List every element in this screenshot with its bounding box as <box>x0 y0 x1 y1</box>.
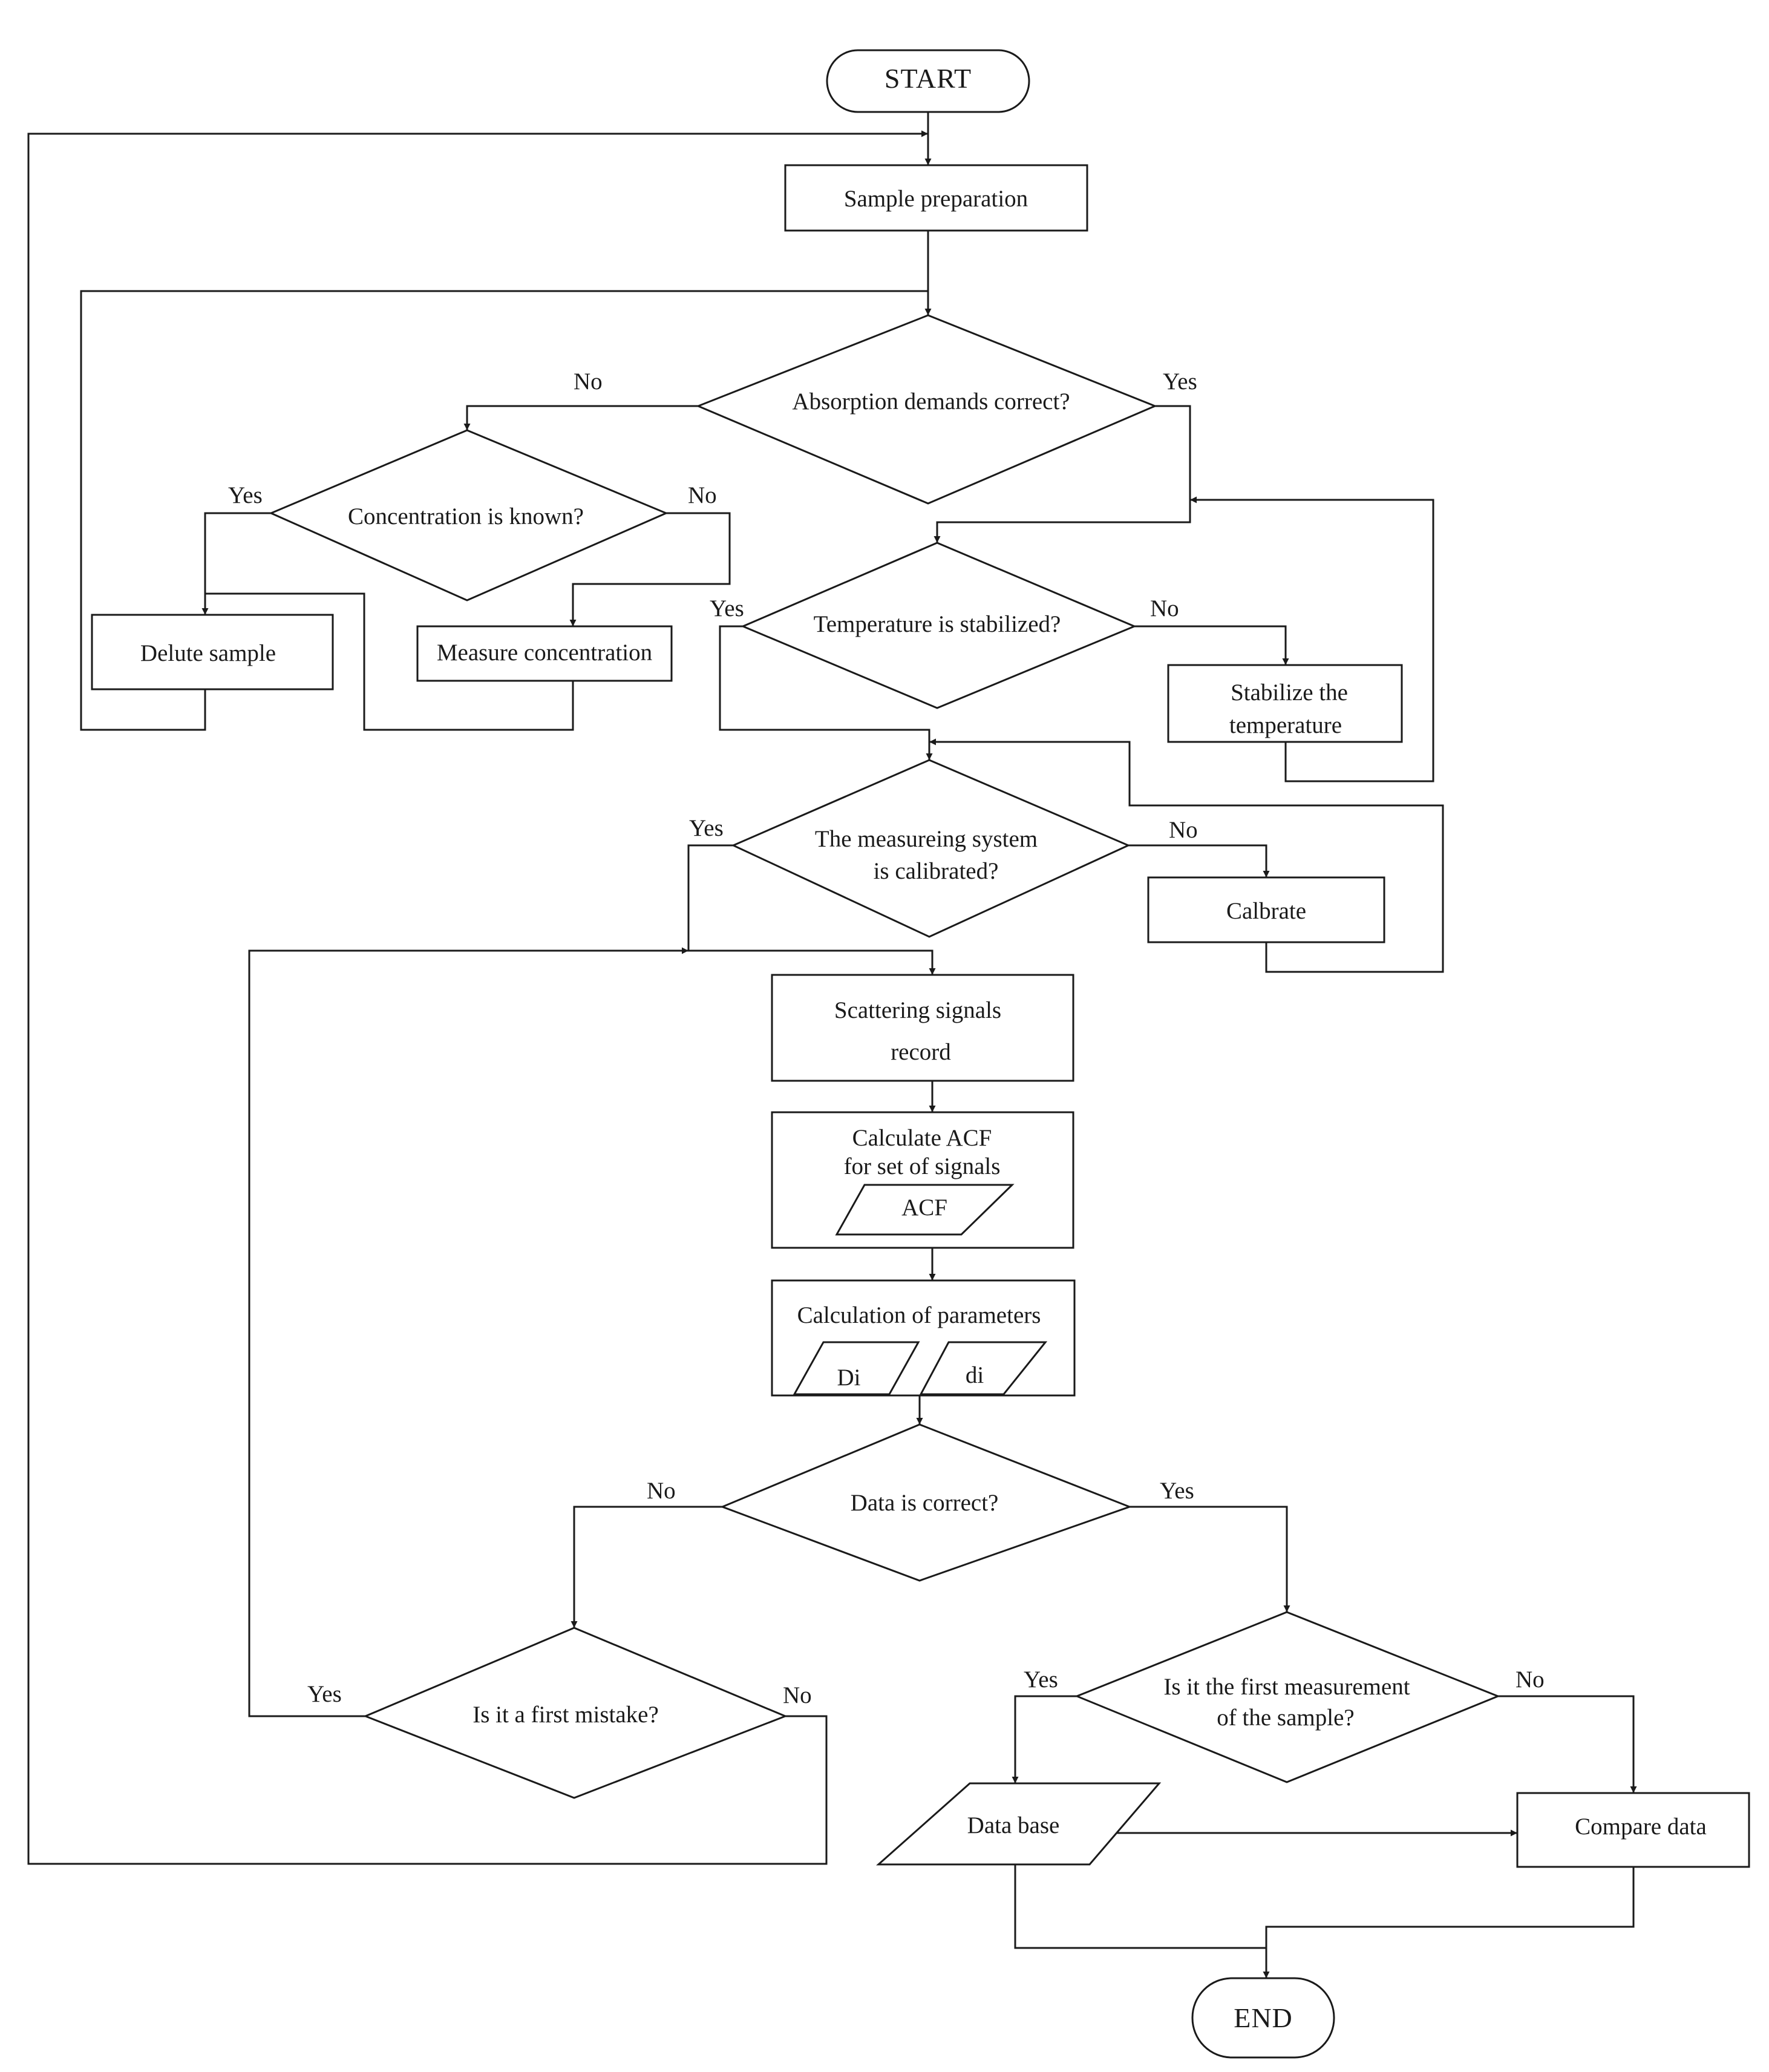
mistake-no-label: No <box>783 1682 812 1708</box>
di-upper-output <box>793 1341 920 1395</box>
measure-concentration-label: Measure concentration <box>437 640 652 666</box>
calibrated-label-line-2: is calibrated? <box>874 858 999 884</box>
absorption-yes-label: Yes <box>1163 369 1197 395</box>
stabilize-temperature-box: Stabilize the temperature <box>1167 664 1403 743</box>
first-meas-yes-label: Yes <box>1024 1667 1058 1693</box>
stabilize-label-line-2: temperature <box>1229 712 1342 738</box>
calibrated-yes-label: Yes <box>689 815 724 841</box>
first-measurement-label-line-1: Is it the first measurement <box>1163 1674 1410 1700</box>
connector-absorption-no <box>463 405 698 430</box>
data-correct-label: Data is correct? <box>851 1490 999 1516</box>
connector-data-no <box>571 1506 722 1628</box>
end-label: END <box>1234 2002 1293 2033</box>
stabilize-label-line-1: Stabilize the <box>1231 680 1348 706</box>
data-no-label: No <box>647 1478 676 1504</box>
connector-compare-to-end <box>1265 1867 1635 1948</box>
connector-database-to-end <box>1014 1864 1270 1978</box>
temperature-yes-label: Yes <box>710 595 744 621</box>
calbrate-label: Calbrate <box>1226 898 1306 924</box>
calculate-acf-label-line-1: Calculate ACF <box>852 1125 992 1151</box>
first-mistake-decision: Is it a first mistake? <box>363 1627 788 1799</box>
connector-stabilize-loop <box>1190 496 1434 782</box>
compare-data-label: Compare data <box>1575 1814 1707 1840</box>
measure-concentration-box: Measure concentration <box>416 625 673 682</box>
connector-mistake-no <box>27 130 928 1865</box>
data-correct-decision: Data is correct? <box>719 1423 1133 1582</box>
data-base-parallelogram: Data base <box>876 1782 1162 1866</box>
connector-calbrate-loop <box>929 738 1444 973</box>
acf-output-parallelogram <box>835 1184 1015 1236</box>
first-mistake-label: Is it a first mistake? <box>472 1702 659 1728</box>
connector-first-meas-no <box>1498 1695 1637 1793</box>
calculate-acf-label-line-2: for set of signals <box>844 1153 1001 1179</box>
parameters-box: Calculation of parameters Di di <box>771 1279 1076 1397</box>
connector-first-meas-yes <box>1012 1695 1077 1783</box>
di-upper-label: Di <box>837 1365 861 1391</box>
concentration-no-label: No <box>688 482 717 508</box>
sample-preparation-label: Sample preparation <box>844 186 1028 212</box>
absorption-label: Absorption demands correct? <box>792 388 1070 415</box>
temperature-decision: Temperature is stabilized? <box>741 542 1137 709</box>
acf-output-label: ACF <box>901 1195 947 1221</box>
connector-delute-loop <box>80 290 928 731</box>
start-terminal: START <box>826 49 1030 113</box>
connector-concentration-yes <box>201 512 271 615</box>
delute-sample-box: Delute sample <box>91 614 334 690</box>
di-lower-output <box>919 1341 1048 1395</box>
temperature-label: Temperature is stabilized? <box>814 611 1061 637</box>
absorption-no-label: No <box>574 369 603 395</box>
sample-preparation-box: Sample preparation <box>784 164 1088 232</box>
scattering-label-line-1: Scattering signals <box>834 997 1001 1023</box>
calbrate-box: Calbrate <box>1147 876 1385 943</box>
first-measurement-label-line-2: of the sample? <box>1217 1705 1354 1731</box>
scattering-box: Scattering signals record <box>771 974 1074 1082</box>
concentration-label: Concentration is known? <box>348 503 584 529</box>
first-measurement-decision: Is it the first measurement of the sampl… <box>1074 1611 1501 1783</box>
concentration-yes-label: Yes <box>228 482 263 508</box>
connector-data-yes <box>1130 1506 1290 1612</box>
calibrated-label-line-1: The measureing system <box>815 826 1038 852</box>
calculate-acf-box: Calculate ACF for set of signals ACF <box>771 1111 1074 1249</box>
data-yes-label: Yes <box>1160 1478 1194 1504</box>
connector-temperature-no <box>1134 625 1289 665</box>
concentration-decision: Concentration is known? <box>269 429 669 602</box>
parameters-label: Calculation of parameters <box>797 1302 1041 1328</box>
connector-mistake-yes <box>248 947 688 1717</box>
data-base-label: Data base <box>967 1812 1060 1838</box>
connector-absorption-yes <box>934 405 1191 543</box>
connector-calibrated-no <box>1128 844 1270 877</box>
absorption-decision: Absorption demands correct? <box>696 314 1157 505</box>
connectors <box>27 113 1637 1978</box>
temperature-no-label: No <box>1150 595 1179 621</box>
di-lower-label: di <box>966 1362 984 1388</box>
delute-sample-label: Delute sample <box>140 640 276 666</box>
first-meas-no-label: No <box>1516 1667 1545 1693</box>
connector-concentration-no <box>569 512 731 626</box>
start-label: START <box>884 63 972 94</box>
connector-measure-loop <box>205 592 574 731</box>
calibrated-decision: The measureing system is calibrated? <box>731 759 1131 938</box>
scattering-label-line-2: record <box>891 1039 951 1065</box>
compare-data-box: Compare data <box>1516 1792 1750 1868</box>
branch-labels: No Yes Yes No Yes No Yes No No Yes Yes N… <box>228 369 1545 1708</box>
mistake-yes-label: Yes <box>307 1681 342 1707</box>
calibrated-no-label: No <box>1169 817 1198 843</box>
end-terminal: END <box>1191 1977 1335 2059</box>
